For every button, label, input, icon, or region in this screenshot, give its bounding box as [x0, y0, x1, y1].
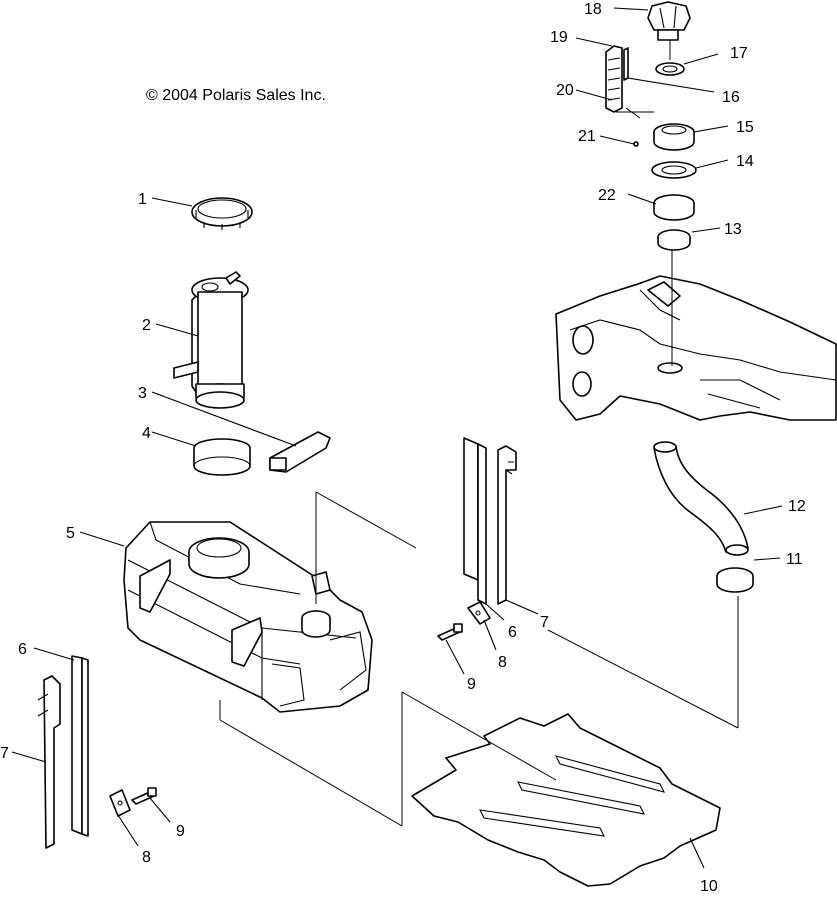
callout-7-left: 7 [0, 745, 9, 762]
part-15-filler-neck [653, 123, 695, 151]
callout-2: 2 [142, 317, 151, 334]
callout-8-right: 8 [498, 654, 507, 671]
part-6-strap-left [71, 655, 89, 837]
part-7-bracket-right [497, 445, 517, 605]
callout-6-left: 6 [18, 641, 27, 658]
callout-6-right: 6 [508, 624, 517, 641]
part-9-screw-right [437, 623, 463, 641]
part-11-clamp [716, 567, 754, 593]
callout-17: 17 [730, 45, 748, 62]
callout-labels: 1 2 3 4 5 6 7 8 9 6 7 8 9 10 11 12 13 14… [0, 1, 806, 895]
part-8-nut-left [109, 789, 131, 817]
part-18-fuel-cap [647, 1, 691, 41]
callout-16: 16 [722, 89, 740, 106]
part-5-fuel-tank [123, 521, 373, 713]
callout-9-left: 9 [176, 823, 185, 840]
copyright-text: © 2004 Polaris Sales Inc. [146, 87, 326, 104]
part-9-screw-left [131, 787, 157, 805]
leader-lines [11, 7, 783, 869]
callout-5: 5 [66, 525, 75, 542]
callout-18: 18 [584, 1, 602, 18]
part-22-nut [653, 194, 695, 221]
part-19-vent-tube [605, 45, 623, 113]
assembly-guidelines [219, 40, 739, 827]
callout-20: 20 [556, 82, 574, 99]
part-14-gasket [651, 161, 697, 179]
part-6-strap-right [463, 437, 487, 605]
callout-9-right: 9 [467, 676, 476, 693]
callout-7-right: 7 [540, 614, 549, 631]
callout-12: 12 [788, 498, 806, 515]
callout-1: 1 [138, 191, 147, 208]
callout-21: 21 [578, 128, 596, 145]
callout-19: 19 [550, 29, 568, 46]
part-10-skid-plate [411, 713, 721, 887]
part-13-clamp [657, 229, 691, 251]
callout-15: 15 [736, 119, 754, 136]
body-panel [555, 275, 837, 421]
callout-14: 14 [736, 153, 754, 170]
part-17-gasket [655, 62, 685, 76]
part-12-hose [653, 441, 749, 556]
part-21-pin [633, 141, 639, 147]
part-3-clip [269, 431, 331, 473]
part-4-gasket [193, 438, 251, 476]
callout-3: 3 [138, 385, 147, 402]
part-7-bracket-left [37, 675, 61, 849]
part-16-check-valve [623, 47, 629, 81]
callout-13: 13 [724, 221, 742, 238]
callout-10: 10 [700, 878, 718, 895]
callout-11: 11 [786, 551, 803, 568]
part-2-fuel-pump [173, 271, 249, 409]
part-8-nut-right [467, 601, 491, 625]
part-1-lock-ring [191, 197, 253, 230]
callout-4: 4 [142, 425, 151, 442]
callout-22: 22 [598, 187, 616, 204]
callout-8-left: 8 [142, 849, 151, 866]
